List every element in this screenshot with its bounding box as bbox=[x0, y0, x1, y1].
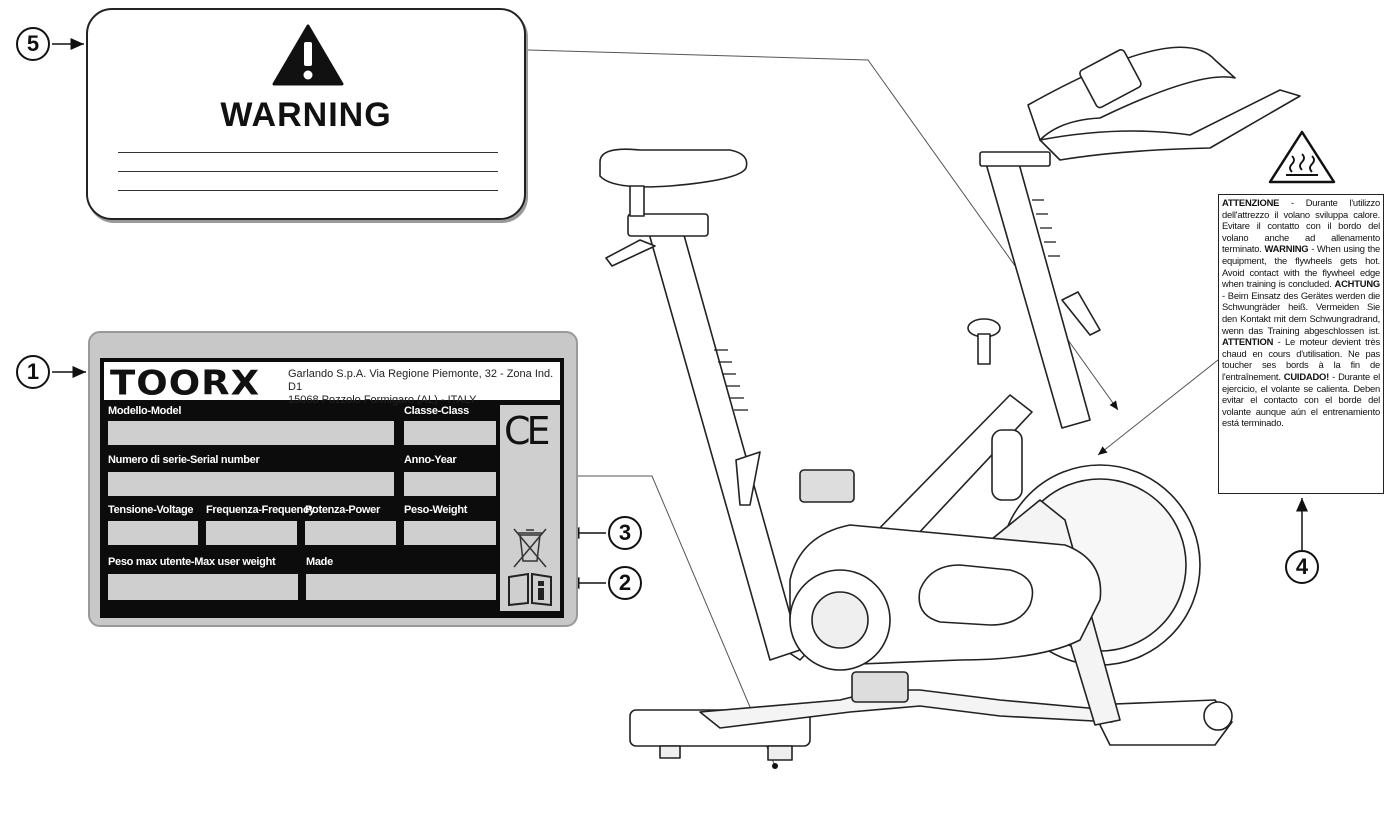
warning-head-it: ATTENZIONE bbox=[1222, 197, 1280, 208]
rating-plate-header: TOORX Garlando S.p.A. Via Regione Piemon… bbox=[104, 362, 560, 406]
field-class bbox=[404, 421, 496, 445]
warning-text-en: - When using the equipment, the flywheel… bbox=[1222, 243, 1381, 290]
warning-blank-line bbox=[118, 190, 498, 191]
field-year bbox=[404, 472, 496, 496]
symbol-column: CE bbox=[500, 405, 560, 611]
callout-2: 2 bbox=[608, 566, 642, 600]
label-power: Potenza-Power bbox=[305, 504, 380, 516]
warning-label: WARNING bbox=[86, 8, 526, 220]
label-year: Anno-Year bbox=[404, 454, 457, 466]
field-weight bbox=[404, 521, 496, 545]
warning-blank-line bbox=[118, 171, 498, 172]
leader-plate-to-base bbox=[568, 475, 776, 767]
warning-text-es: - Durante el ejercicio, el volante se ca… bbox=[1222, 370, 1380, 429]
label-frequency: Frequenza-Frequency bbox=[206, 504, 315, 516]
warning-text-it: - Durante l'utilizzo dell'attrezzo il vo… bbox=[1222, 197, 1380, 255]
warning-blank-line bbox=[118, 152, 498, 153]
label-max-user-weight: Peso max utente-Max user weight bbox=[108, 556, 276, 568]
warning-text-de: - Beim Einsatz des Gerätes werden die Sc… bbox=[1222, 289, 1380, 336]
callout-1: 1 bbox=[16, 355, 50, 389]
label-serial: Numero di serie-Serial number bbox=[108, 454, 260, 466]
brand-logo: TOORX bbox=[110, 363, 261, 403]
warning-head-en: WARNING bbox=[1264, 243, 1309, 255]
field-max-user-weight bbox=[108, 574, 298, 600]
company-address: Garlando S.p.A. Via Regione Piemonte, 32… bbox=[288, 368, 560, 407]
field-made bbox=[306, 574, 496, 600]
ce-mark: CE bbox=[504, 409, 551, 453]
rating-plate: TOORX Garlando S.p.A. Via Regione Piemon… bbox=[88, 331, 578, 627]
leader-heat-to-flywheel bbox=[1097, 359, 1219, 456]
label-weight: Peso-Weight bbox=[404, 504, 468, 516]
hot-surface-icon bbox=[1268, 130, 1336, 184]
label-made: Made bbox=[306, 556, 333, 568]
manual-info-icon bbox=[508, 572, 552, 607]
label-class: Classe-Class bbox=[404, 405, 469, 417]
address-line-2: 15068 Pozzolo Formigaro (AL) - ITALY bbox=[288, 394, 477, 406]
hot-surface-warning-text: ATTENZIONE - Durante l'utilizzo dell'att… bbox=[1218, 194, 1384, 494]
warning-triangle-icon bbox=[272, 24, 344, 86]
rating-plate-body: TOORX Garlando S.p.A. Via Regione Piemon… bbox=[100, 358, 564, 618]
field-power bbox=[305, 521, 396, 545]
callout-5: 5 bbox=[16, 27, 50, 61]
address-line-1: Garlando S.p.A. Via Regione Piemonte, 32… bbox=[288, 368, 554, 393]
warning-head-de: ACHTUNG bbox=[1334, 278, 1381, 290]
field-model bbox=[108, 421, 394, 445]
warning-head-es: CUIDADO! bbox=[1283, 370, 1330, 382]
label-model: Modello-Model bbox=[108, 405, 182, 417]
warning-head-fr: ATTENTION bbox=[1222, 336, 1274, 348]
field-voltage bbox=[108, 521, 198, 545]
callout-3: 3 bbox=[608, 516, 642, 550]
field-frequency bbox=[206, 521, 297, 545]
weee-bin-icon bbox=[513, 528, 547, 568]
field-serial bbox=[108, 472, 394, 496]
label-voltage: Tensione-Voltage bbox=[108, 504, 194, 516]
warning-text-fr: - Le moteur devient très chaud en cours … bbox=[1222, 336, 1380, 382]
warning-title: WARNING bbox=[220, 96, 392, 134]
callout-4: 4 bbox=[1285, 550, 1319, 584]
